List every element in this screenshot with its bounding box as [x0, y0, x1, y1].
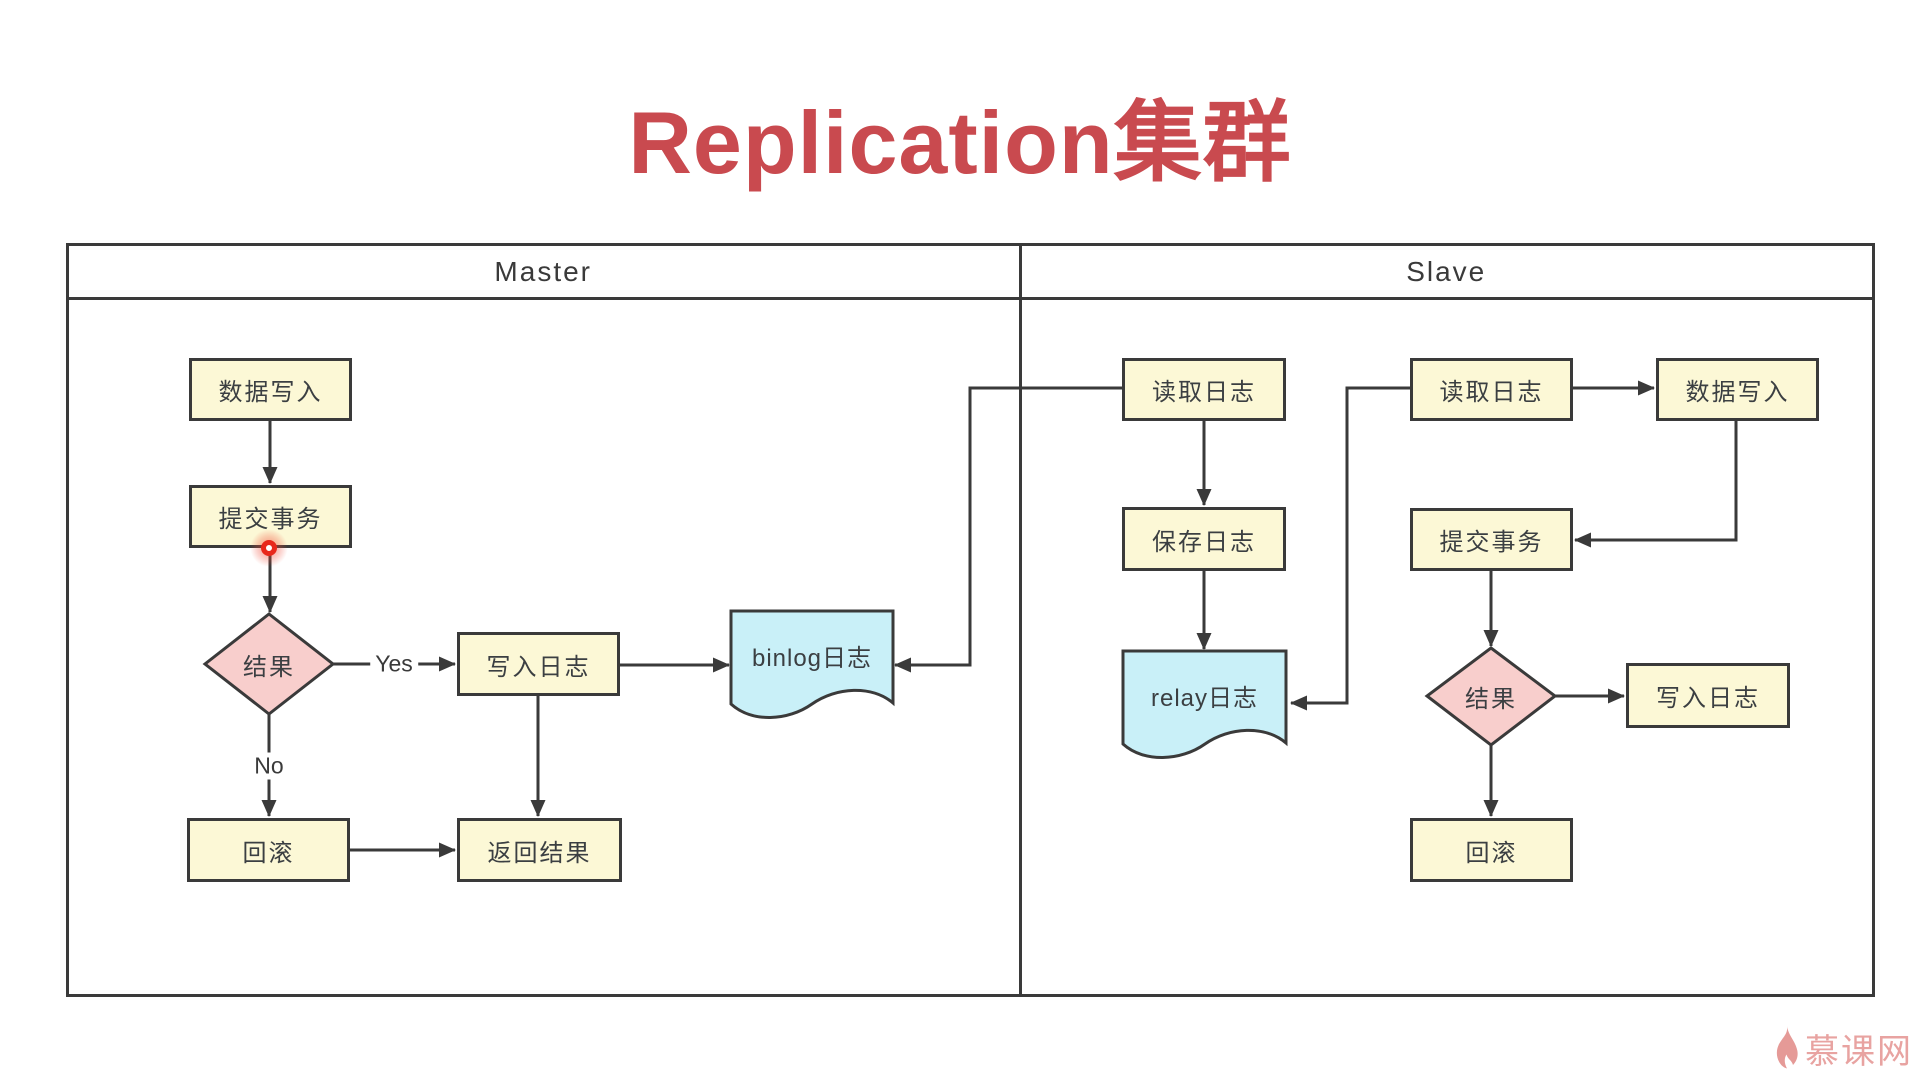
watermark-text: 慕课网 — [1805, 1033, 1913, 1071]
pane-header-row: Master Slave — [69, 246, 1872, 300]
node-slave-rollback: 回滚 — [1410, 818, 1573, 882]
click-indicator-dot — [261, 540, 277, 556]
node-master-data-write: 数据写入 — [189, 358, 352, 421]
node-slave-read-binlog: 读取日志 — [1122, 358, 1286, 421]
node-master-write-log: 写入日志 — [457, 632, 620, 696]
watermark: 慕课网 — [1772, 1024, 1913, 1073]
node-master-return-result: 返回结果 — [457, 818, 622, 882]
edge-label-yes: Yes — [370, 650, 418, 678]
edge-label-no: No — [249, 752, 289, 780]
node-slave-write-log: 写入日志 — [1626, 663, 1790, 728]
node-slave-save-log: 保存日志 — [1122, 507, 1286, 571]
flame-icon — [1776, 1025, 1798, 1068]
node-slave-commit-transaction: 提交事务 — [1410, 508, 1573, 571]
master-pane-header: Master — [494, 255, 592, 287]
page-title: Replication集群 — [628, 93, 1292, 192]
node-slave-read-relay: 读取日志 — [1410, 358, 1573, 421]
cluster-frame: Master Slave — [66, 243, 1875, 997]
node-master-rollback: 回滚 — [187, 818, 350, 882]
slave-pane-header: Slave — [1406, 255, 1487, 287]
node-slave-data-write: 数据写入 — [1656, 358, 1819, 421]
pane-divider — [1019, 246, 1022, 994]
